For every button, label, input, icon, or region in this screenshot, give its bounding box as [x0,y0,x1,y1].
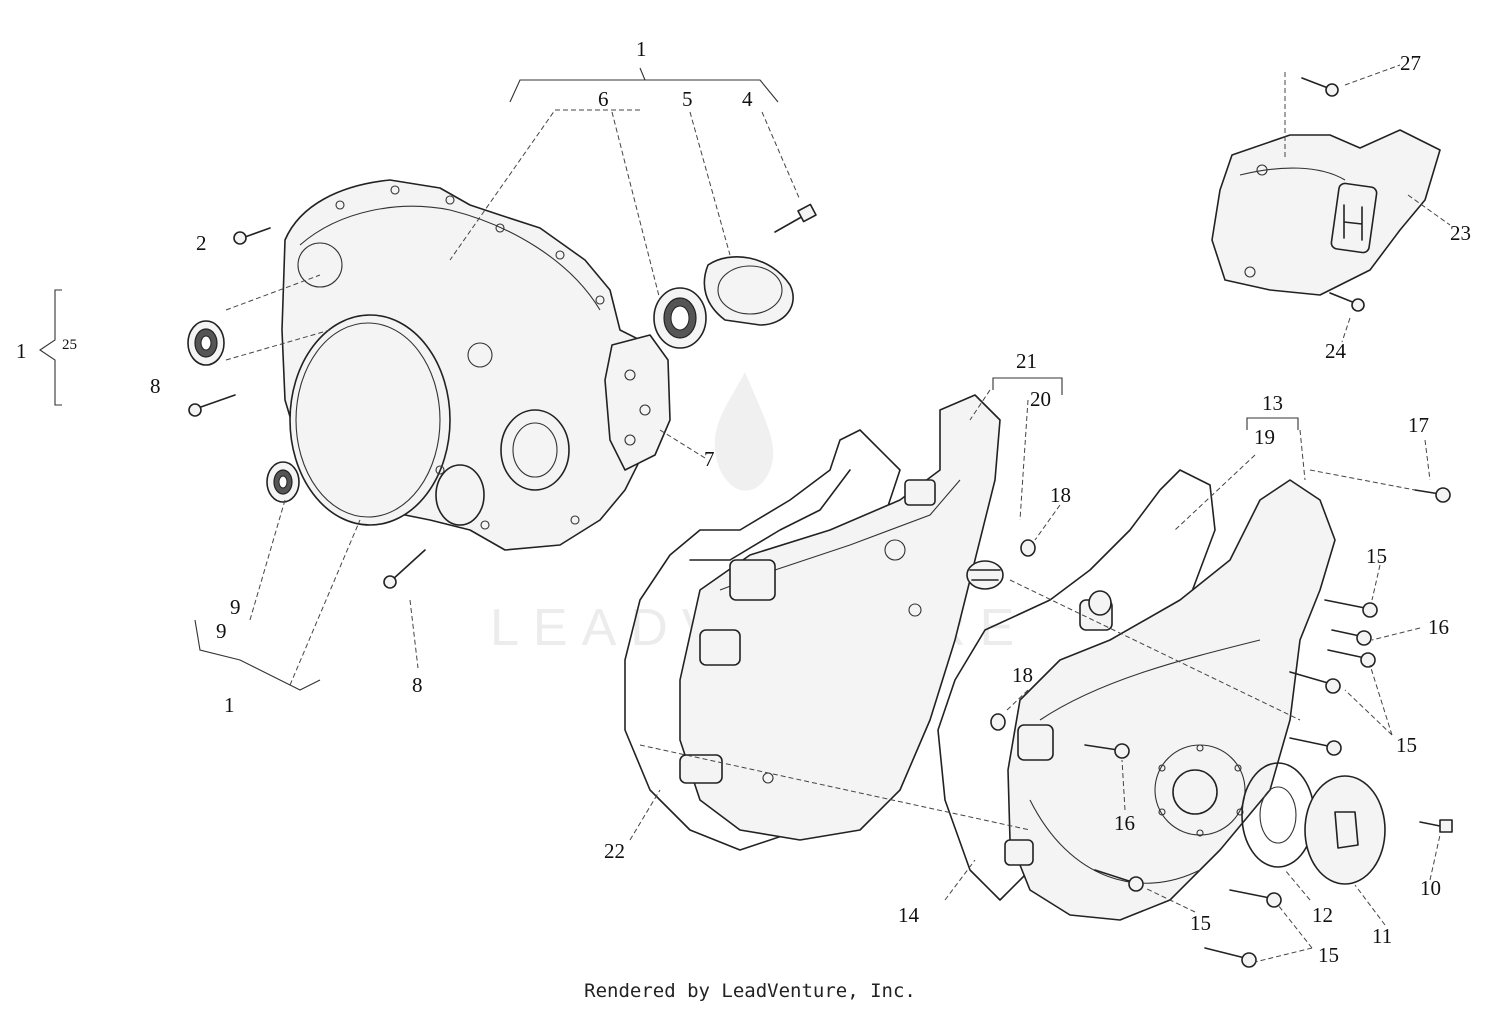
callout-22: 22 [604,839,625,863]
callout-14: 14 [898,903,920,927]
callout-10: 10 [1420,876,1441,900]
bearing-20 [966,560,1004,590]
callout-16-right: 16 [1428,615,1449,639]
bolt-10 [1419,819,1453,833]
stator-cover-assembly [624,377,1453,968]
callout-11: 11 [1372,924,1392,948]
callout-9-bracket: 9 [216,619,227,643]
bracket-1-bottom [194,619,321,691]
callout-20: 20 [1030,387,1051,411]
bearing-9 [266,461,300,503]
bolt-16-c [1084,743,1130,759]
gasket-7 [604,334,671,471]
callout-13: 13 [1262,391,1283,415]
footer-credit: Rendered by LeadVenture, Inc. [584,980,916,1002]
callout-21: 21 [1016,349,1037,373]
bracket-13 [1246,417,1299,430]
callout-6: 6 [598,87,609,111]
callout-1-bottom: 1 [224,693,235,717]
bolt-15-d [1094,869,1144,892]
callout-25: 25 [62,337,77,353]
bolt-24 [1329,292,1365,312]
bracket-21 [992,377,1063,395]
callout-24: 24 [1325,339,1347,363]
clutch-lid [289,314,451,526]
callout-1-top: 1 [636,37,647,61]
bolt-16-a [1331,629,1372,646]
bolt-15-e [1229,889,1282,908]
bolt-2 [233,227,271,245]
bolt-8-upper [188,394,236,417]
dowel-18-upper [1020,539,1036,557]
callout-4: 4 [742,87,753,111]
bolt-15-a [1324,599,1378,618]
small-cover-23 [1211,129,1441,296]
plate-11 [1304,775,1386,885]
stator-cover [1007,479,1336,921]
bolt-15-c [1289,737,1342,756]
callout-15-a: 15 [1366,544,1387,568]
callout-16-lower: 16 [1114,811,1135,835]
gasket-12 [1241,762,1315,868]
callout-23: 23 [1450,221,1471,245]
callout-8-upper: 8 [150,374,161,398]
callout-8-lower: 8 [412,673,423,697]
small-cover-assembly [1211,64,1451,343]
callout-7: 7 [704,447,715,471]
callout-5: 5 [682,87,693,111]
callout-2: 2 [196,231,207,255]
callout-1-left: 1 [16,339,27,363]
bracket-1-left [39,289,62,406]
callout-18-upper: 18 [1050,483,1071,507]
callout-27: 27 [1400,51,1421,75]
callout-15-b: 15 [1396,733,1417,757]
bolt-15-b [1289,671,1341,694]
callout-12: 12 [1312,903,1333,927]
oil-seal-6 [653,287,707,349]
bolt-27 [1301,77,1339,97]
callout-labels: 1 6 5 4 2 1 25 8 7 9 9 1 8 27 23 24 21 2… [16,37,1471,967]
clutch-cover-assembly [39,67,817,691]
bracket-1-top [509,79,779,103]
bolt-8-lower [383,549,426,589]
bolt-15-f [1204,947,1257,968]
callout-19: 19 [1254,425,1275,449]
callout-9-part: 9 [230,595,241,619]
callout-15-d: 15 [1318,943,1339,967]
dowel-18-lower [990,713,1006,731]
bearing-left [187,320,225,366]
bolt-17 [1414,487,1451,503]
callout-15-c: 15 [1190,911,1211,935]
callout-17: 17 [1408,413,1429,437]
bolt-4 [774,203,817,233]
callout-18-lower: 18 [1012,663,1033,687]
bolt-16-b [1327,649,1376,668]
